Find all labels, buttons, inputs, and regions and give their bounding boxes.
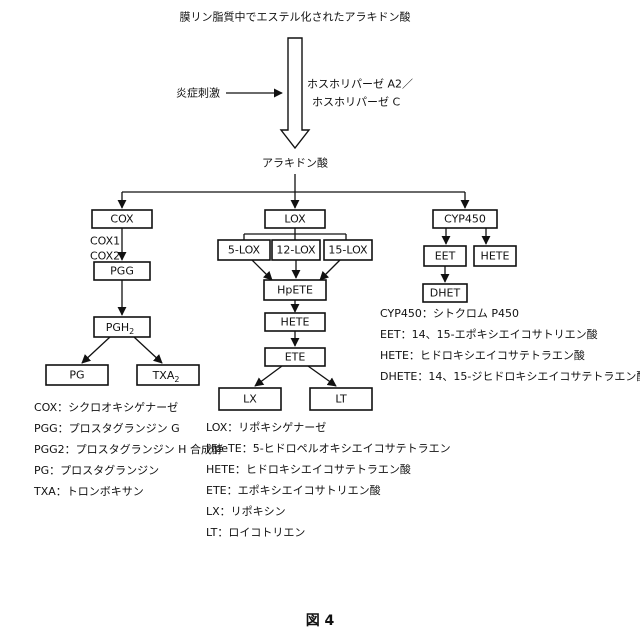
node-12lox: 12-LOX xyxy=(276,244,316,257)
legend-item: ETE：エポキシエイコサトリエン酸 xyxy=(206,480,451,501)
edge-pgh2-pg xyxy=(82,337,110,363)
node-lox: LOX xyxy=(284,213,306,226)
legend-item: LX：リポキシン xyxy=(206,501,451,522)
legend-item: EET：14、15-エポキシエイコサトリエン酸 xyxy=(380,324,640,345)
legend-item: TXA：トロンボキサン xyxy=(34,481,223,502)
legend-item: COX：シクロオキシゲナーゼ xyxy=(34,397,223,418)
arachidonic-acid-label: アラキドン酸 xyxy=(262,156,328,170)
legend-cyp: CYP450：シトクロム P450 EET：14、15-エポキシエイコサトリエン… xyxy=(380,303,640,387)
node-lx: LX xyxy=(243,393,257,406)
enzyme-plc-label: ホスホリパーゼ C xyxy=(312,96,400,109)
node-pg: PG xyxy=(69,369,84,382)
edge-5lox-hpete xyxy=(252,260,272,280)
node-15lox: 15-LOX xyxy=(328,244,368,257)
stimulus-label: 炎症刺激 xyxy=(176,86,220,100)
node-pgg: PGG xyxy=(110,265,134,278)
node-cyp450: CYP450 xyxy=(444,213,486,226)
hollow-arrow xyxy=(281,38,309,148)
node-hete: HETE xyxy=(281,316,310,329)
legend-item: HETE：ヒドロキシエイコサテトラエン酸 xyxy=(206,459,451,480)
legend-item: DHETE：14、15-ジヒドロキシエイコサテトラエン酸 xyxy=(380,366,640,387)
edge-ete-lt xyxy=(308,366,336,386)
node-cox: COX xyxy=(110,213,134,226)
node-5lox: 5-LOX xyxy=(228,244,261,257)
enzyme-pla2-label: ホスホリパーゼ A2／ xyxy=(307,78,413,91)
cox1-label: COX1 xyxy=(90,235,120,248)
node-dhet: DHET xyxy=(430,287,461,300)
node-hpete: HpETE xyxy=(277,284,313,297)
node-lt: LT xyxy=(335,393,347,406)
node-ete: ETE xyxy=(285,351,306,364)
top-label: 膜リン脂質中でエステル化されたアラキドン酸 xyxy=(180,10,411,24)
legend-cox: COX：シクロオキシゲナーゼ PGG：プロスタグランジン G PGG2：プロスタ… xyxy=(34,397,223,502)
legend-item: PGG2：プロスタグランジン H 合成酵 xyxy=(34,439,223,460)
edge-pgh2-txa2 xyxy=(134,337,162,363)
legend-item: HpeTE：5-ヒドロペルオキシエイコサテトラエン xyxy=(206,438,451,459)
legend-item: LT：ロイコトリエン xyxy=(206,522,451,543)
legend-item: LOX：リポキシゲナーゼ xyxy=(206,417,451,438)
legend-item: HETE：ヒドロキシエイコサテトラエン酸 xyxy=(380,345,640,366)
node-hete-cyp: HETE xyxy=(481,250,510,263)
edge-ete-lx xyxy=(255,366,282,386)
edge-15lox-hpete xyxy=(320,260,340,280)
node-eet: EET xyxy=(435,250,456,263)
legend-lox: LOX：リポキシゲナーゼ HpeTE：5-ヒドロペルオキシエイコサテトラエン H… xyxy=(206,417,451,543)
legend-item: CYP450：シトクロム P450 xyxy=(380,303,640,324)
legend-item: PGG：プロスタグランジン G xyxy=(34,418,223,439)
figure-caption: 図 4 xyxy=(0,610,640,630)
cox2-label: COX2 xyxy=(90,250,120,263)
legend-item: PG：プロスタグランジン xyxy=(34,460,223,481)
